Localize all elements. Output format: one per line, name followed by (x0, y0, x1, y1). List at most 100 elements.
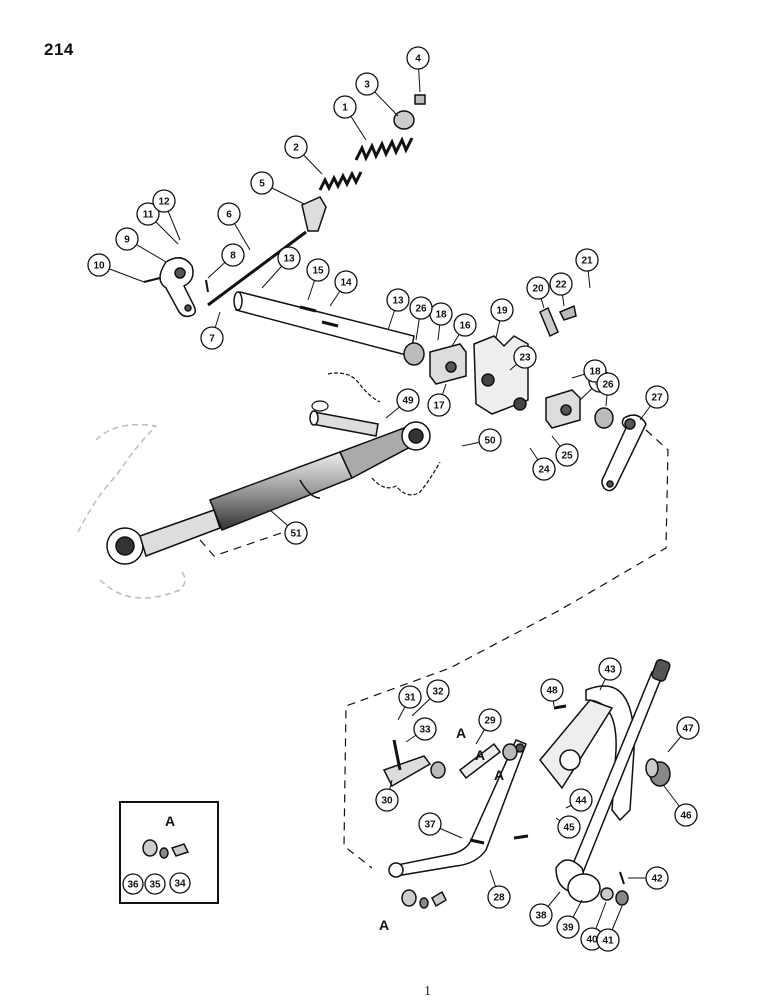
svg-text:34: 34 (174, 879, 186, 890)
svg-text:35: 35 (149, 880, 161, 891)
bushing-part-26-left (403, 342, 425, 366)
callout-17: 17 (427, 393, 451, 417)
svg-text:42: 42 (651, 874, 663, 885)
detail-letter-a: A (475, 747, 485, 763)
svg-text:50: 50 (484, 436, 496, 447)
svg-text:15: 15 (312, 266, 324, 277)
svg-text:27: 27 (651, 393, 663, 404)
callout-33: 33 (413, 717, 437, 741)
callout-21: 21 (575, 248, 599, 272)
callout-10: 10 (87, 253, 111, 277)
callout-32: 32 (426, 679, 450, 703)
detail-a-inset: A (119, 801, 219, 904)
svg-text:43: 43 (604, 665, 616, 676)
callout-6: 6 (217, 202, 241, 226)
callout-18: 18 (429, 302, 453, 326)
callout-20: 20 (526, 276, 550, 300)
callout-22: 22 (549, 272, 573, 296)
svg-text:49: 49 (402, 396, 414, 407)
callout-2: 2 (284, 135, 308, 159)
pin-part-10 (143, 277, 161, 283)
top-link-assembly-part-51 (106, 421, 431, 565)
callout-12: 12 (152, 189, 176, 213)
svg-text:29: 29 (484, 716, 496, 727)
svg-text:7: 7 (209, 334, 215, 345)
pin-part-42 (619, 871, 625, 885)
callout-4: 4 (406, 46, 430, 70)
callout-29: 29 (478, 708, 502, 732)
spring-assembly (207, 94, 426, 307)
callout-28: 28 (487, 885, 511, 909)
svg-text:33: 33 (419, 725, 431, 736)
svg-text:12: 12 (158, 197, 170, 208)
callout-46: 46 (674, 803, 698, 827)
svg-text:30: 30 (381, 796, 393, 807)
callout-16: 16 (453, 313, 477, 337)
callout-15: 15 (306, 258, 330, 282)
callout-14: 14 (334, 270, 358, 294)
callout-42: 42 (645, 866, 669, 890)
callout-41: 41 (596, 928, 620, 952)
callout-31: 31 (398, 685, 422, 709)
svg-text:13: 13 (283, 254, 295, 265)
callout-39: 39 (556, 915, 580, 939)
bracket-part-5 (301, 196, 327, 232)
callout-50: 50 (478, 428, 502, 452)
page-number: 214 (44, 40, 74, 59)
callout-37: 37 (418, 812, 442, 836)
callout-27: 27 (645, 385, 669, 409)
svg-text:22: 22 (555, 280, 567, 291)
svg-text:24: 24 (538, 465, 550, 476)
detail-letter-a: A (379, 917, 389, 933)
callout-26: 26 (409, 296, 433, 320)
fitting-part-4 (414, 94, 426, 105)
callout-38: 38 (529, 903, 553, 927)
svg-text:18: 18 (589, 367, 601, 378)
knob-part-46 (645, 758, 671, 787)
callout-30: 30 (375, 788, 399, 812)
callout-7: 7 (200, 326, 224, 350)
inset-callout-36: 36 (122, 873, 144, 895)
svg-text:51: 51 (290, 529, 302, 540)
callout-24: 24 (532, 457, 556, 481)
nut-part-41 (615, 890, 629, 906)
callout-49: 49 (396, 388, 420, 412)
svg-text:46: 46 (680, 811, 692, 822)
nut-part-3 (393, 110, 415, 130)
svg-text:19: 19 (496, 306, 508, 317)
callout-11: 11 (136, 202, 160, 226)
svg-text:16: 16 (459, 321, 471, 332)
callout-9: 9 (115, 227, 139, 251)
svg-text:3: 3 (364, 80, 370, 91)
callout-47: 47 (676, 716, 700, 740)
bracket-part-30 (382, 739, 432, 788)
detail-letter-a: A (456, 725, 466, 741)
svg-text:10: 10 (93, 261, 105, 272)
bushing-part-26-right (594, 407, 614, 429)
callout-25: 25 (555, 443, 579, 467)
callout-43: 43 (598, 657, 622, 681)
svg-text:1: 1 (342, 103, 348, 114)
svg-text:41: 41 (602, 936, 614, 947)
inset-callout-34: 34 (169, 872, 191, 894)
callout-19: 19 (490, 298, 514, 322)
callout-1: 1 (333, 95, 357, 119)
dashed-leader-lines (199, 429, 669, 869)
svg-text:26: 26 (415, 304, 427, 315)
svg-text:21: 21 (581, 256, 593, 267)
chain-part-50 (371, 461, 441, 496)
svg-text:23: 23 (519, 353, 531, 364)
inset-washer-part-35 (159, 847, 169, 859)
inset-callouts: 36 35 34 (122, 872, 191, 895)
chain-sketch-background (75, 423, 186, 599)
svg-text:26: 26 (602, 380, 614, 391)
washer-stack (567, 873, 629, 906)
bolt-group-lower (401, 704, 567, 909)
wedge-part-22 (558, 304, 577, 321)
footer-page-marker: 1 (424, 984, 431, 999)
spring-2 (318, 170, 363, 192)
callout-45: 45 (557, 815, 581, 839)
svg-text:25: 25 (561, 451, 573, 462)
